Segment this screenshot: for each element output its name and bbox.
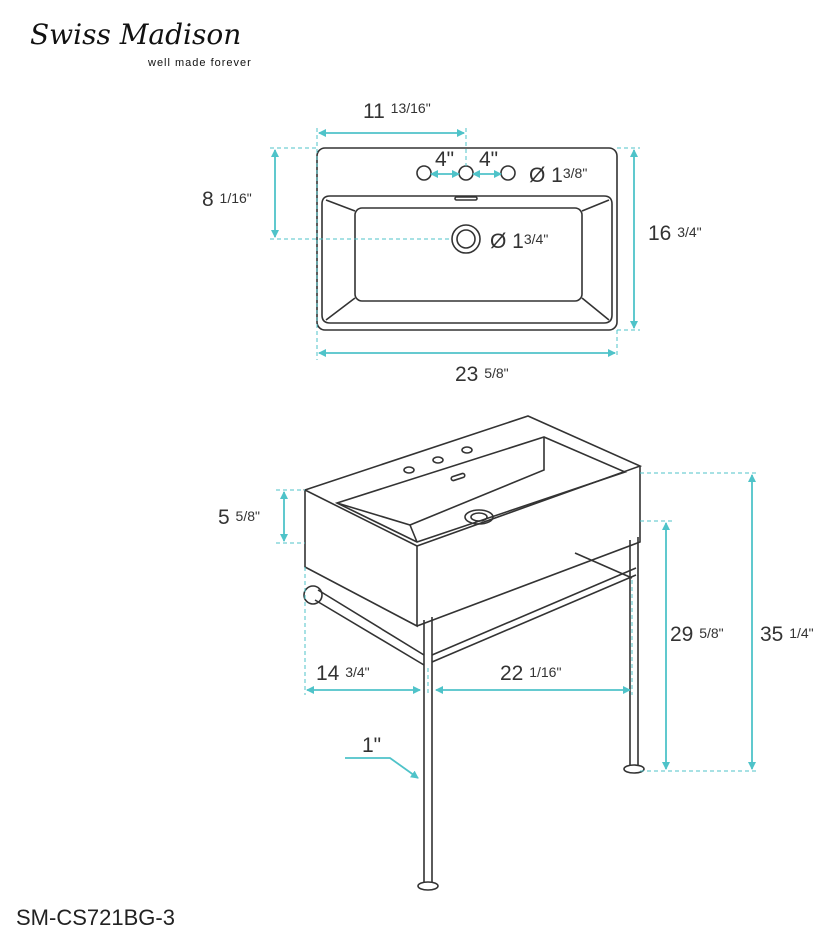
sink-outline bbox=[316, 147, 618, 331]
basin-rim bbox=[334, 436, 628, 543]
label-drain-depth: 8 1/16" bbox=[202, 188, 252, 211]
towel-bar-side bbox=[314, 589, 425, 666]
sink-front-face bbox=[416, 466, 641, 627]
label-depth: 16 3/4" bbox=[648, 222, 702, 245]
top-view: 11 13/16" 8 1/16" 16 3/4" 23 5/8" 4" 4" … bbox=[202, 100, 702, 386]
label-total-height: 35 1/4" bbox=[760, 623, 814, 646]
model-number: SM-CS721BG-3 bbox=[16, 905, 175, 930]
label-hole-spacing-left: 4" bbox=[435, 148, 454, 171]
label-leg-spacing: 22 1/16" bbox=[500, 662, 561, 685]
front-leg bbox=[423, 617, 433, 882]
label-drain-dia: Ø 13/4" bbox=[490, 230, 548, 253]
sink-left-face bbox=[304, 490, 418, 628]
label-towel-bar-height: 29 5/8" bbox=[670, 623, 724, 646]
brand-tagline: well made forever bbox=[147, 57, 252, 69]
front-view: 5 5/8" 29 5/8" 35 1/4" 14 3/4" 22 1/16" … bbox=[218, 415, 814, 891]
label-leg-dia: 1" bbox=[362, 734, 381, 757]
brand-logo: Swiss Madison well made forever bbox=[30, 18, 252, 69]
brand-name: Swiss Madison bbox=[30, 18, 241, 51]
back-leg bbox=[629, 537, 639, 765]
drain-inner bbox=[456, 229, 476, 249]
label-side-depth: 14 3/4" bbox=[316, 662, 370, 685]
overflow bbox=[454, 196, 478, 201]
faucet-hole-center bbox=[458, 165, 474, 181]
basin-bottom bbox=[354, 207, 583, 302]
label-hole-spacing-right: 4" bbox=[479, 148, 498, 171]
sink-top bbox=[302, 415, 643, 547]
drain-outer bbox=[451, 224, 481, 254]
dim-leg-dia bbox=[345, 757, 419, 779]
faucet-hole-right bbox=[500, 165, 516, 181]
label-width: 23 5/8" bbox=[455, 363, 509, 386]
towel-bar-front bbox=[431, 567, 637, 663]
basin-outline bbox=[321, 195, 613, 324]
faucet-hole-left bbox=[416, 165, 432, 181]
label-faucet-offset: 11 13/16" bbox=[363, 100, 431, 123]
label-faucet-hole-dia: Ø 13/8" bbox=[529, 164, 587, 187]
label-basin-height: 5 5/8" bbox=[218, 506, 260, 529]
